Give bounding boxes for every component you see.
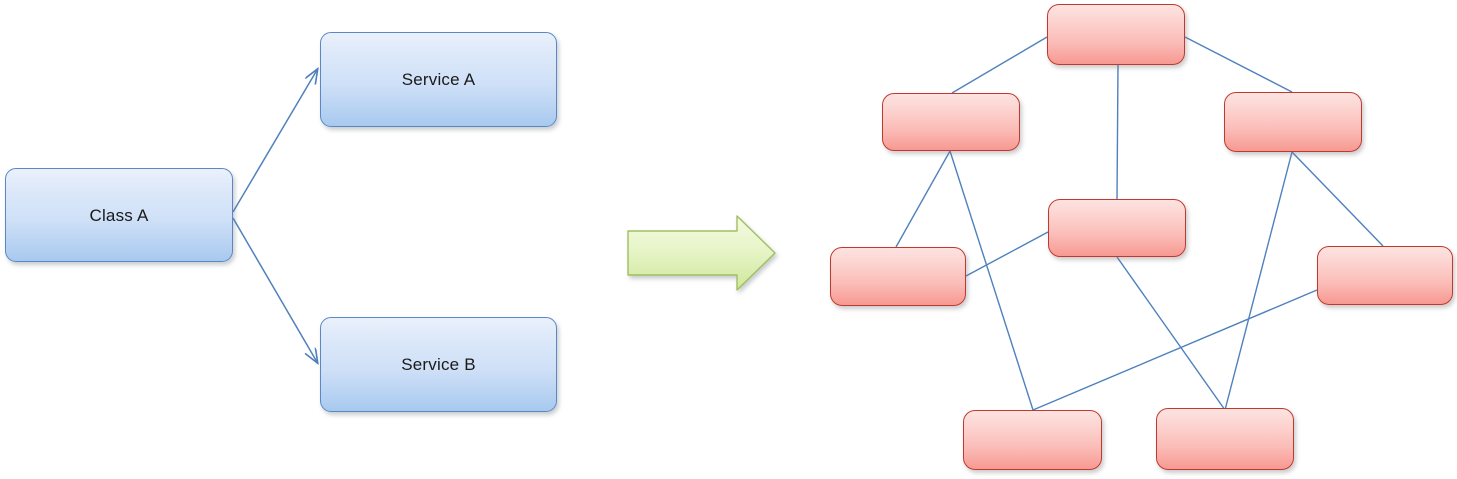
- edge-n1-n4: [1116, 64, 1119, 200]
- edge-n6-n7: [1032, 289, 1318, 411]
- box-label: Service B: [401, 355, 476, 374]
- class-to-service-arrows: [232, 70, 317, 362]
- network-node-n1[interactable]: [1047, 4, 1185, 65]
- transform-arrow-shape: [627, 215, 776, 291]
- network-node-n2[interactable]: [882, 93, 1020, 151]
- edge-n3-n6: [1291, 151, 1384, 247]
- network-node-n6[interactable]: [1317, 246, 1453, 305]
- box-class-a[interactable]: Class A: [5, 168, 233, 262]
- box-service-a[interactable]: Service A: [320, 32, 557, 127]
- box-label: Service A: [401, 70, 476, 89]
- edge-n5-n4: [965, 231, 1049, 277]
- edge-n4-n8: [1116, 256, 1226, 411]
- edge-n3-n8: [1224, 151, 1293, 411]
- edge-n2-n5: [895, 150, 951, 248]
- network-node-n8[interactable]: [1156, 408, 1294, 470]
- network-node-n5[interactable]: [830, 247, 966, 306]
- edge-n1-n2: [951, 36, 1048, 94]
- arrow-class-a-to-service-b: [232, 217, 317, 362]
- box-service-b[interactable]: Service B: [320, 317, 557, 412]
- arrow-class-a-to-service-a: [232, 70, 317, 213]
- network-node-n4[interactable]: [1048, 199, 1186, 257]
- transform-arrow: [627, 215, 777, 293]
- edge-n1-n3: [1184, 36, 1293, 93]
- network-node-n7[interactable]: [963, 410, 1102, 470]
- network-node-n3[interactable]: [1224, 92, 1362, 152]
- box-label: Class A: [89, 205, 149, 225]
